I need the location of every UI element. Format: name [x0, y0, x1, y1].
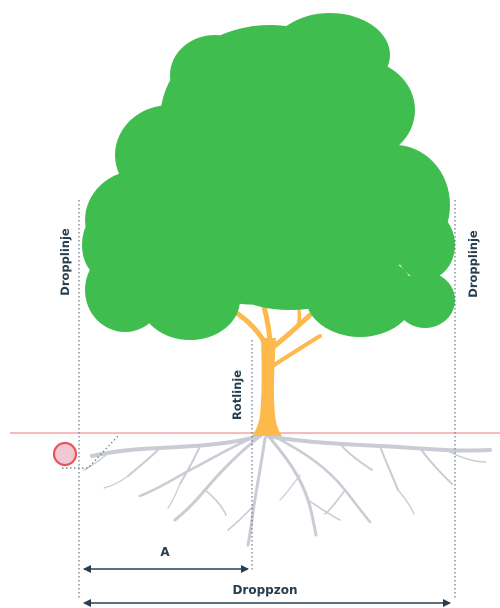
- tree-canopy: [82, 13, 455, 340]
- circle-marker-icon: [54, 443, 76, 465]
- rootline-label: Rotlinje: [229, 365, 245, 425]
- dripline-right-label: Dropplinje: [465, 224, 481, 304]
- dripzone-label: Droppzon: [220, 582, 310, 598]
- distance-a-label: A: [150, 544, 180, 560]
- root-system: [84, 436, 490, 545]
- dripline-left-label: Dropplinje: [57, 222, 73, 302]
